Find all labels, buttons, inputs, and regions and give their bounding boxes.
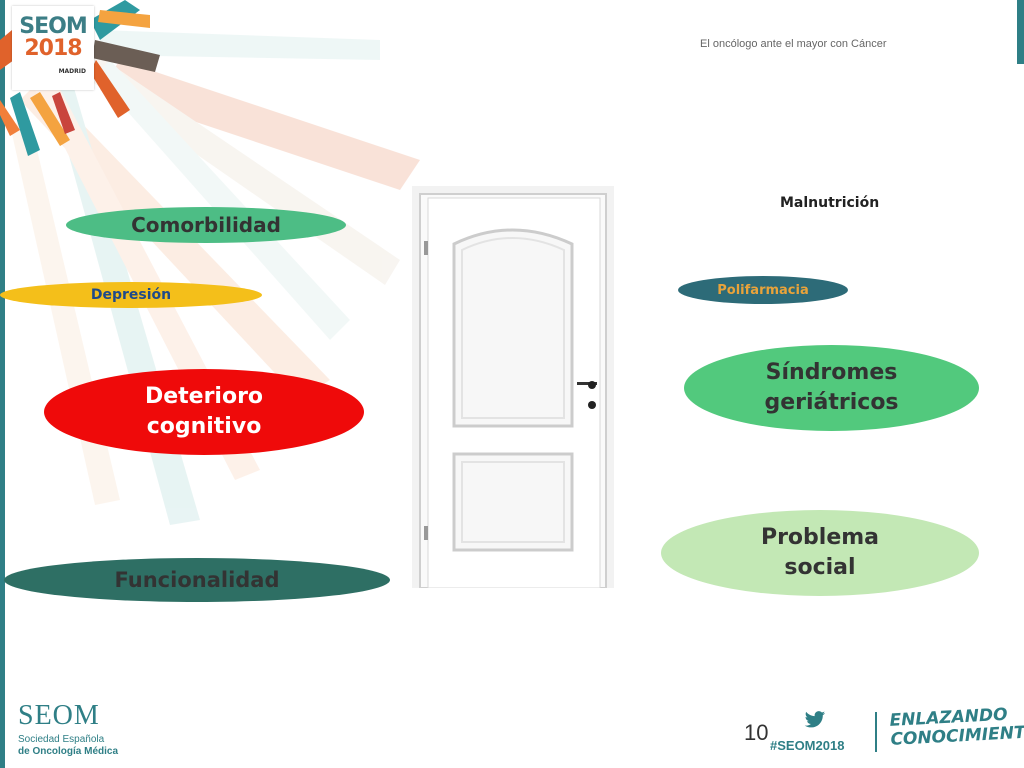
depresion-label: Depresión <box>90 287 172 303</box>
sindromes-label-line1: Síndromes <box>765 360 898 385</box>
page-number: 10 <box>744 720 769 745</box>
right-accent-bar <box>1017 0 1024 64</box>
comorbilidad-label: Comorbilidad <box>131 213 281 237</box>
footer-org-line1: Sociedad Española <box>18 734 105 745</box>
deterioro-label-line2: cognitivo <box>146 414 262 439</box>
twitter-bird-icon <box>804 711 826 728</box>
polifarmacia-ellipse: Polifarmacia <box>678 276 848 304</box>
problema-label-line1: Problema <box>760 525 880 550</box>
footer-org-line2: de Oncología Médica <box>18 746 119 757</box>
door-image <box>412 186 614 588</box>
footer-org-name: SEOM <box>18 700 100 731</box>
logo-seom-text: SEOM <box>19 14 87 39</box>
problema-social-ellipse: Problema social <box>661 510 979 596</box>
comorbilidad-ellipse: Comorbilidad <box>66 207 346 243</box>
logo-year-text: 2018 <box>24 36 82 61</box>
polifarmacia-label: Polifarmacia <box>717 282 809 298</box>
seom-society-logo: SEOM Sociedad Española de Oncología Médi… <box>18 702 118 758</box>
funcionalidad-ellipse: Funcionalidad <box>4 558 390 602</box>
funcionalidad-label: Funcionalidad <box>114 568 280 592</box>
deterioro-label-line1: Deterioro <box>144 384 264 409</box>
malnutricion-label: Malnutrición <box>780 195 880 211</box>
left-accent-bar <box>0 0 5 768</box>
deterioro-cognitivo-ellipse: Deterioro cognitivo <box>44 369 364 455</box>
slogan-enlazando-conocimiento: ENLAZANDO CONOCIMIENTO <box>889 704 1024 750</box>
sindromes-geriatricos-ellipse: Síndromes geriátricos <box>684 345 979 431</box>
depresion-ellipse: Depresión <box>0 282 262 308</box>
seom-2018-logo: SEOM 2018 MADRID <box>12 6 94 90</box>
sindromes-label-line2: geriátricos <box>764 390 899 415</box>
event-hashtag: #SEOM2018 <box>770 738 845 753</box>
slide-header-title: El oncólogo ante el mayor con Cáncer <box>700 38 887 50</box>
problema-label-line2: social <box>784 555 856 580</box>
logo-city-text: MADRID <box>58 68 86 75</box>
footer-divider <box>875 712 877 752</box>
